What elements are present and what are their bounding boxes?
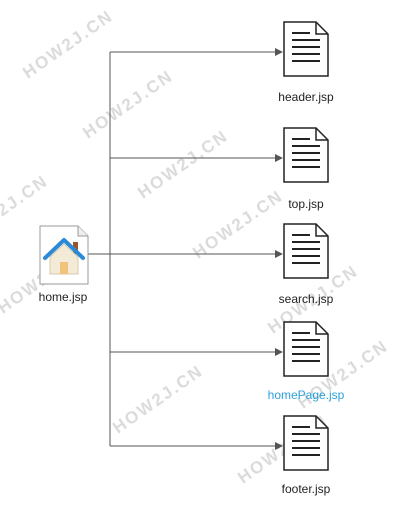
target-label-footer: footer.jsp — [281, 482, 331, 496]
source-label: home.jsp — [38, 290, 88, 304]
document-icon — [283, 21, 329, 77]
home-file-icon — [39, 225, 89, 285]
target-label-top: top.jsp — [288, 197, 324, 211]
target-label-homepage[interactable]: homePage.jsp — [267, 388, 345, 402]
document-icon — [283, 223, 329, 279]
document-icon — [283, 321, 329, 377]
target-label-search: search.jsp — [278, 292, 334, 306]
document-icon — [283, 127, 329, 183]
target-label-header: header.jsp — [278, 90, 334, 104]
document-icon — [283, 415, 329, 471]
